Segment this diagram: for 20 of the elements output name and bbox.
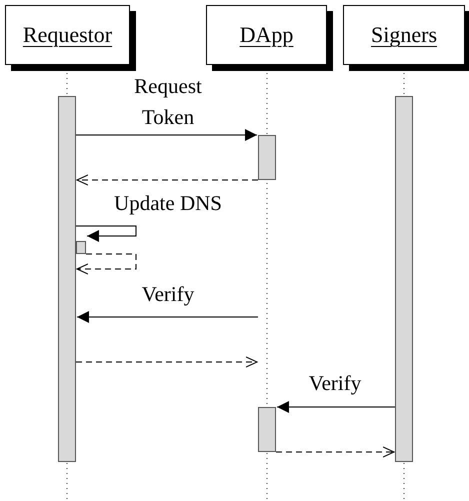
activation-bar xyxy=(395,96,413,462)
edge-label: Verify xyxy=(140,281,196,308)
participant-name: Requestor xyxy=(22,22,112,48)
activation-bar xyxy=(258,407,276,452)
participant-name: DApp xyxy=(240,22,294,48)
activation-bar xyxy=(258,135,276,180)
edge-label: Request Token xyxy=(133,73,203,131)
participant-name: Signers xyxy=(371,22,437,48)
message-arrow xyxy=(276,401,396,413)
activation-bar xyxy=(58,96,76,462)
activation-bar xyxy=(76,241,86,254)
message-arrow xyxy=(76,311,258,323)
return-arrow xyxy=(276,446,394,458)
return-arrow xyxy=(76,174,258,186)
return-arrow xyxy=(76,254,136,274)
message-arrow xyxy=(76,129,258,141)
edge-label: Update DNS xyxy=(113,190,223,217)
return-arrow xyxy=(76,356,258,368)
message-arrow xyxy=(76,226,136,242)
edge-label: Verify xyxy=(308,370,362,397)
